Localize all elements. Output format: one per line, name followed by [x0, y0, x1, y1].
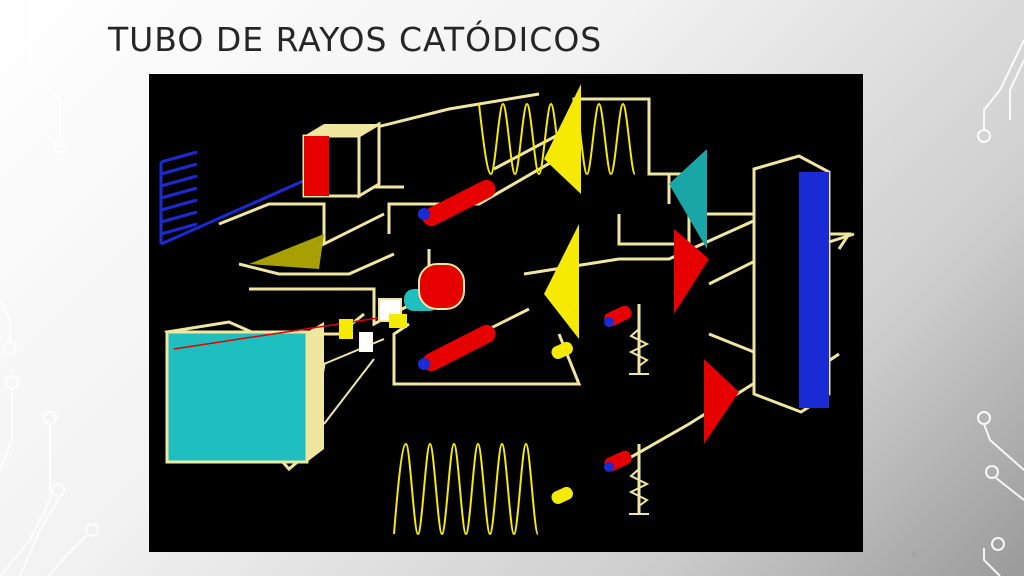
teal-amplifier [669, 149, 707, 249]
crt-diagram [149, 74, 863, 552]
vertical-bar-block [752, 154, 855, 414]
page-number: 6 [912, 549, 918, 559]
electron-gun [339, 263, 465, 352]
red-amplifier-bottom [704, 359, 739, 444]
ground-resistors [628, 328, 650, 515]
red-amplifier-mid [674, 229, 709, 314]
red-cylinder-bottom [422, 324, 496, 372]
yellow-amplifier-mid [544, 224, 579, 339]
crt-diagram-art [159, 84, 855, 536]
red-cylinder-top [422, 179, 496, 227]
deflection-grid [159, 150, 320, 246]
signal-source-block [302, 121, 381, 199]
olive-amplifier [249, 234, 324, 269]
crt-screen [164, 313, 405, 472]
slide-title: TUBO DE RAYOS CATÓDICOS [108, 20, 603, 59]
connectors [551, 305, 632, 505]
waveforms [393, 102, 636, 536]
